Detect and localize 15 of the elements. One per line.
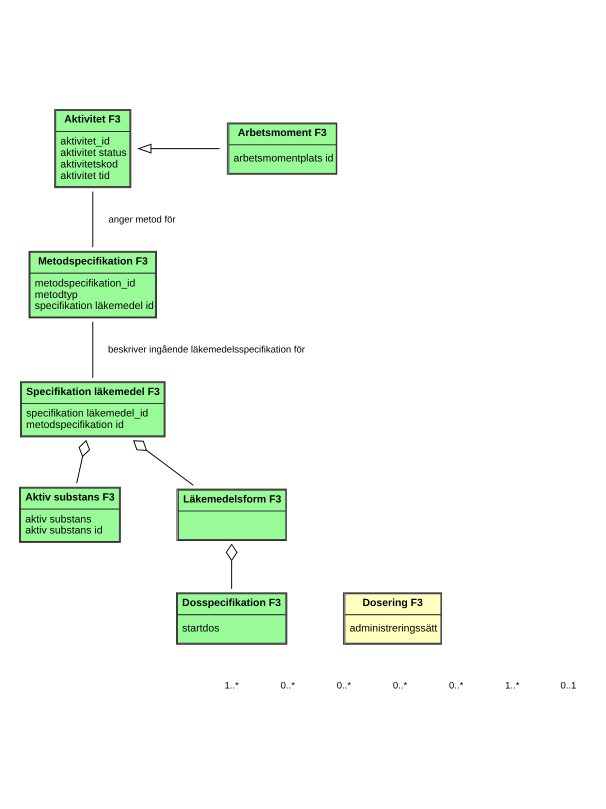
connector bbox=[226, 544, 238, 590]
label: 1..* bbox=[224, 680, 239, 692]
edge-label: anger metod för bbox=[108, 214, 176, 226]
label: 1..* bbox=[505, 680, 520, 692]
label: 0..1 bbox=[560, 680, 576, 692]
connector bbox=[92, 321, 94, 378]
connector bbox=[92, 191, 94, 248]
edge-label: beskriver ingående läkemedelsspecifikation för bbox=[108, 344, 305, 356]
connector bbox=[76, 440, 90, 484]
label: 0..* bbox=[336, 680, 352, 692]
label: 0..* bbox=[392, 680, 408, 692]
label: 0..* bbox=[449, 680, 464, 692]
connector bbox=[133, 440, 194, 486]
arrow bbox=[137, 144, 220, 154]
label: 0..* bbox=[280, 680, 295, 692]
